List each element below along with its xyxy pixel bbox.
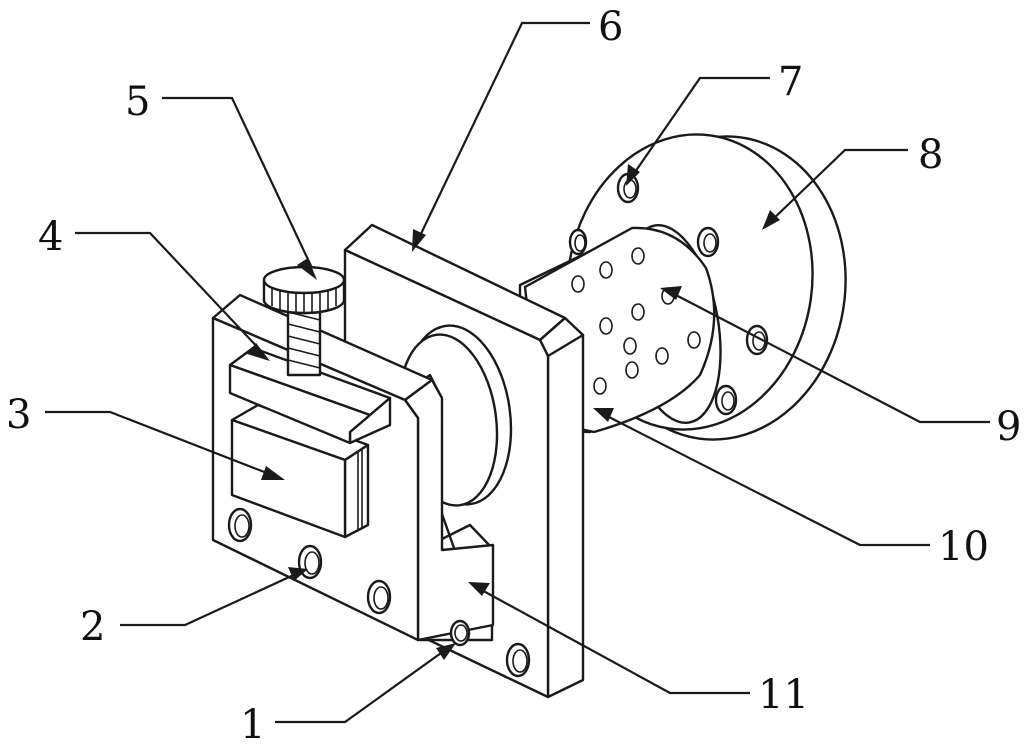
label-10: 10 [938,524,989,570]
leader-6 [418,23,590,240]
label-8: 8 [918,132,943,178]
label-7: 7 [778,59,803,105]
leader-1 [275,648,448,722]
label-9: 9 [996,404,1021,450]
label-2: 2 [80,604,105,650]
leader-2 [120,573,298,625]
label-3: 3 [6,392,31,438]
label-4: 4 [38,214,63,260]
label-11: 11 [758,672,809,718]
label-5: 5 [125,79,150,125]
leader-10 [603,414,930,545]
label-1: 1 [240,702,265,748]
label-6: 6 [598,4,623,50]
leader-5 [162,98,312,268]
